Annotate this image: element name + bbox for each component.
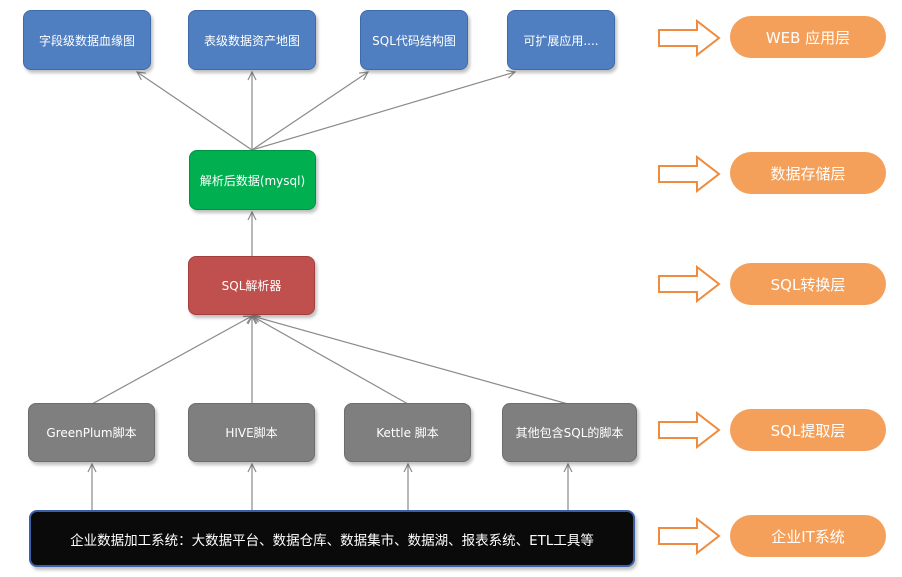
arrow-storage-to-app3: [251, 72, 368, 151]
arrow-right-icon: [658, 155, 721, 193]
sql-parser-box[interactable]: SQL解析器: [188, 256, 315, 315]
enterprise-data-system-box[interactable]: 企业数据加工系统：大数据平台、数据仓库、数据集市、数据湖、报表系统、ETL工具等: [29, 510, 635, 567]
arrow-right-icon: [658, 19, 721, 57]
arrow-s1-to-parser: [91, 316, 252, 405]
greenplum-script-box[interactable]: GreenPlum脚本: [28, 403, 155, 462]
arrow-storage-to-app4: [251, 72, 515, 151]
app-extensible-box[interactable]: 可扩展应用....: [507, 10, 615, 70]
parsed-data-storage-box[interactable]: 解析后数据(mysql): [189, 150, 316, 210]
arrow-s4-to-parser: [252, 316, 569, 405]
app-field-lineage-box[interactable]: 字段级数据血缘图: [23, 10, 151, 70]
layer-sql-conversion: SQL转换层: [730, 263, 886, 305]
arrow-right-icon: [658, 411, 721, 449]
layer-web-application: WEB 应用层: [730, 16, 886, 58]
arrow-storage-to-app1: [137, 72, 253, 151]
app-sql-structure-box[interactable]: SQL代码结构图: [360, 10, 468, 70]
arrow-right-icon: [658, 265, 721, 303]
app-table-asset-map-box[interactable]: 表级数据资产地图: [188, 10, 316, 70]
arrow-s3-to-parser: [252, 316, 409, 405]
layer-enterprise-it: 企业IT系统: [730, 515, 886, 557]
kettle-script-box[interactable]: Kettle 脚本: [344, 403, 471, 462]
hive-script-box[interactable]: HIVE脚本: [188, 403, 315, 462]
layer-data-storage: 数据存储层: [730, 152, 886, 194]
layer-sql-extraction: SQL提取层: [730, 409, 886, 451]
other-sql-script-box[interactable]: 其他包含SQL的脚本: [502, 403, 637, 462]
arrow-right-icon: [658, 517, 721, 555]
